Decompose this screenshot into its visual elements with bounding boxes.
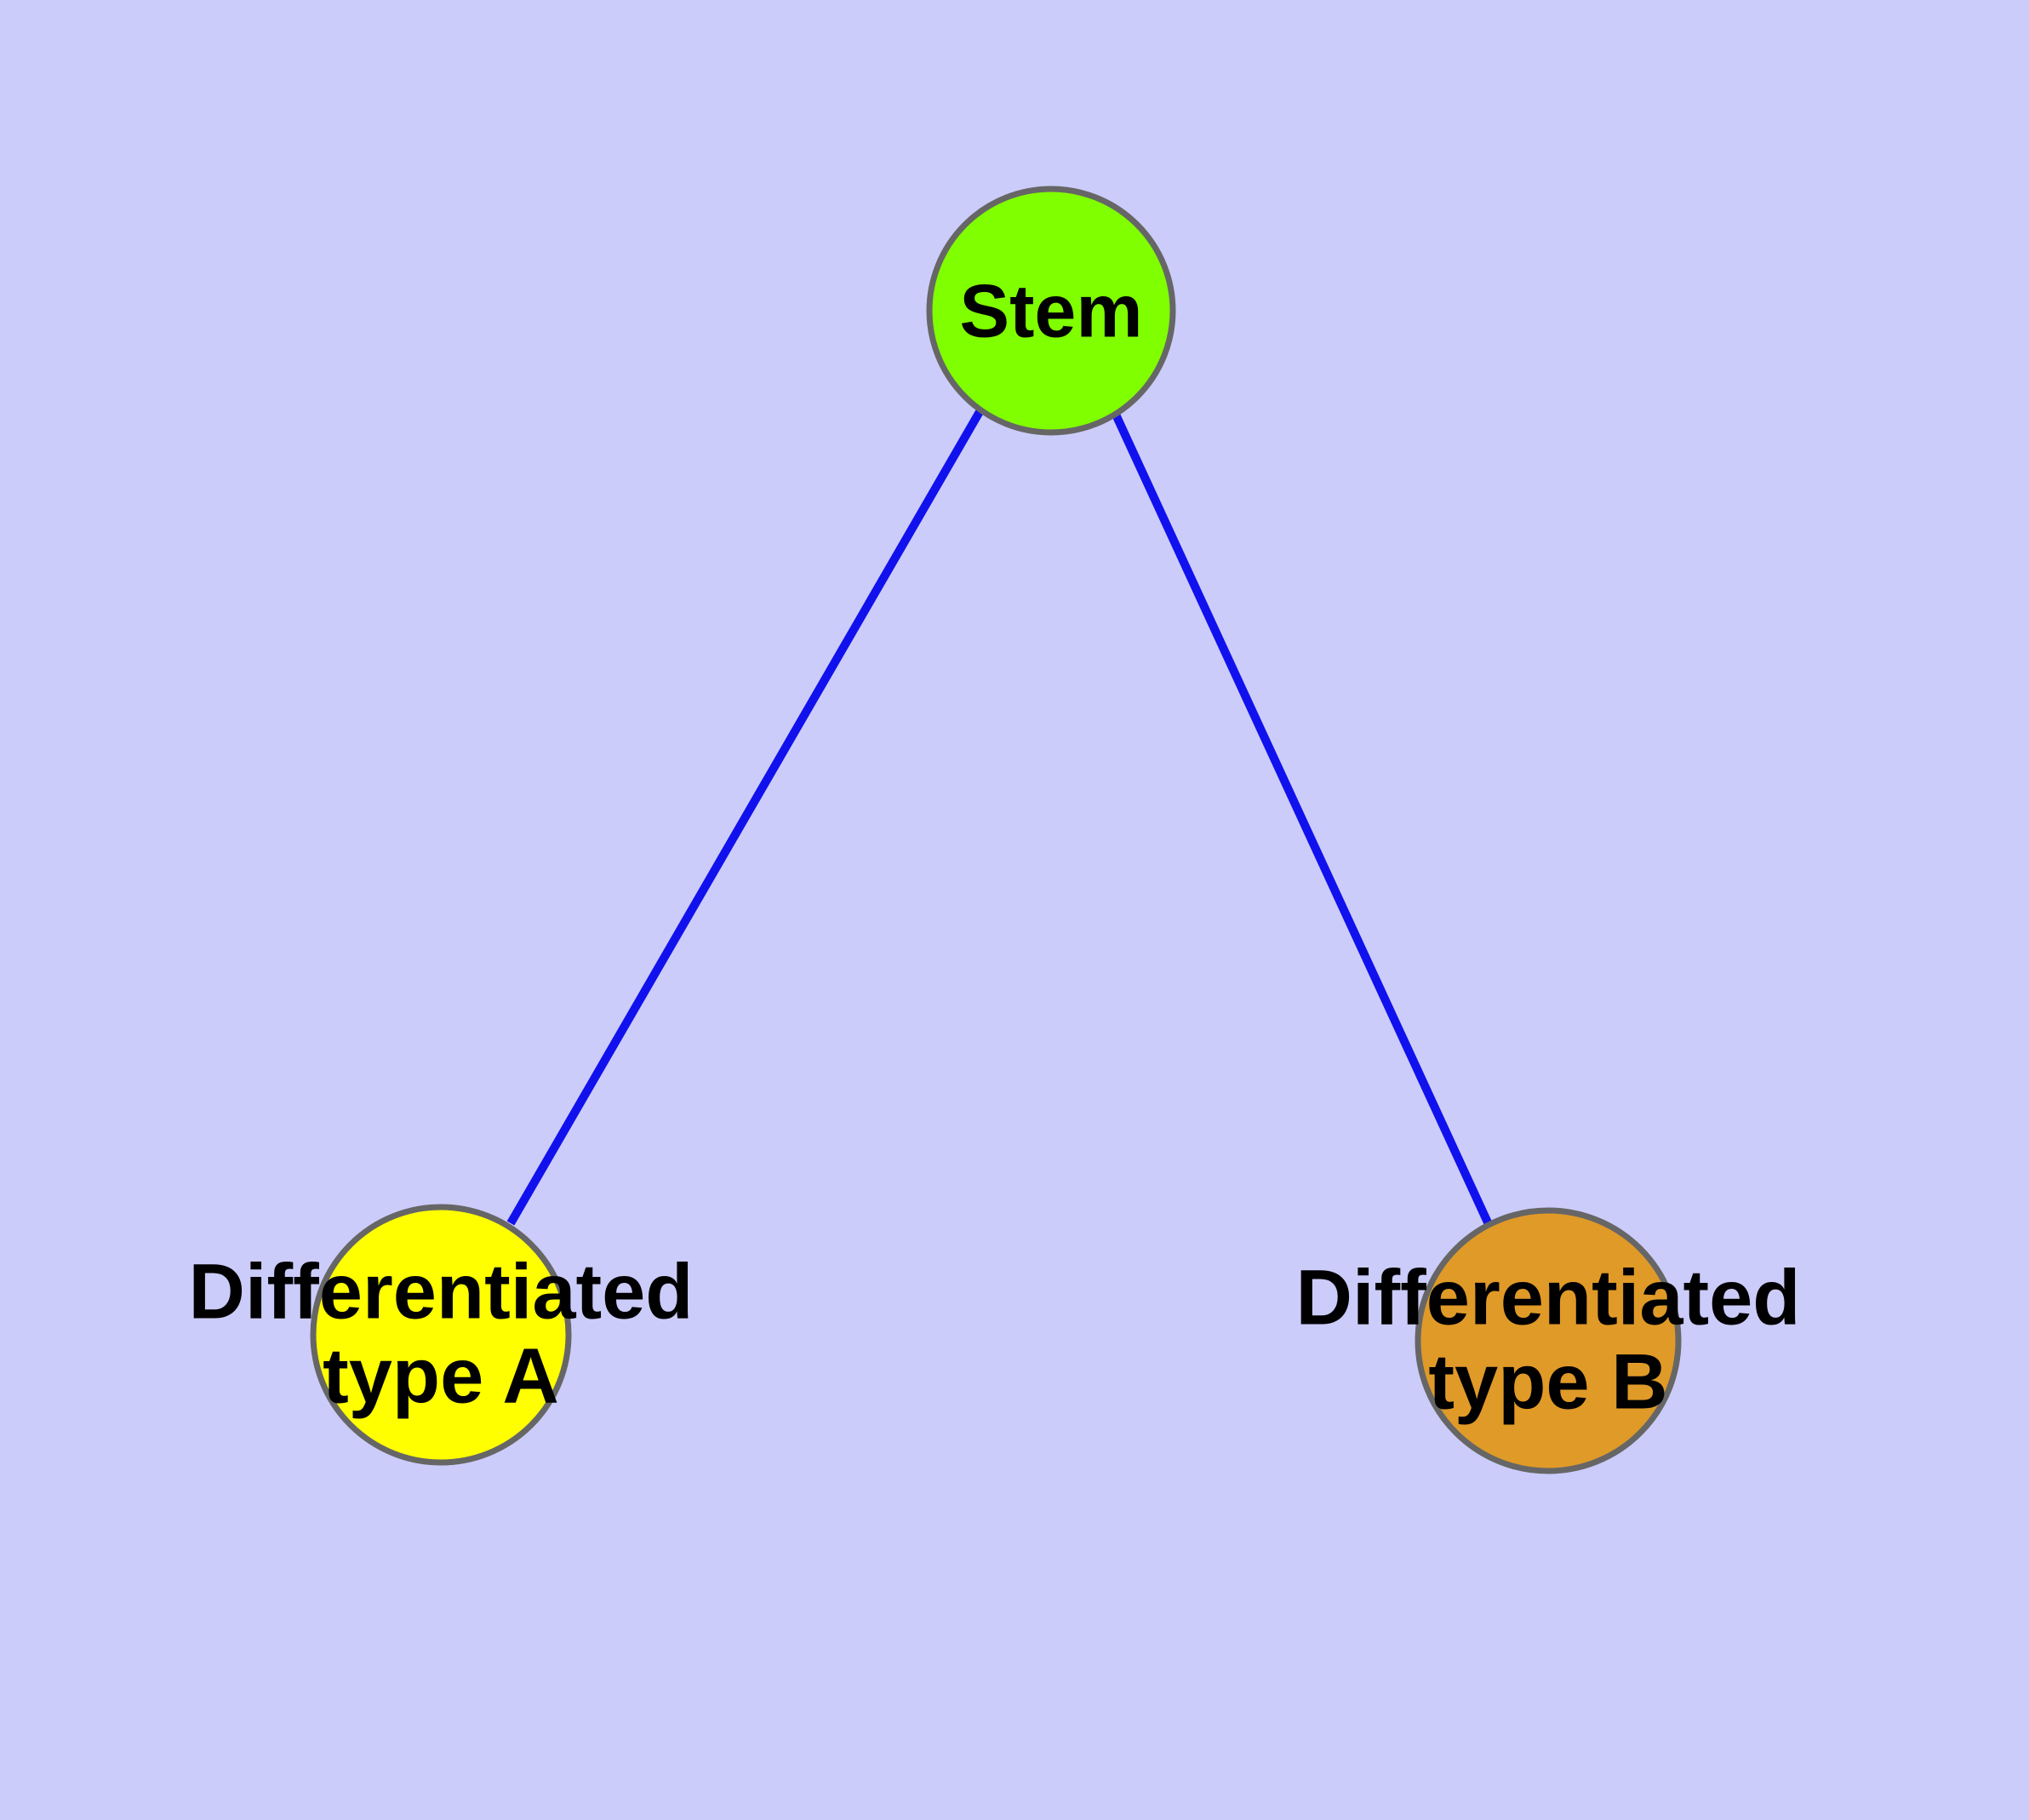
node-circle-differentiated-type-a[interactable] xyxy=(310,1204,572,1466)
edge-stem-to-differentiated-type-b[interactable] xyxy=(1112,412,1492,1225)
node-circle-differentiated-type-b[interactable] xyxy=(1415,1207,1682,1474)
node-circle-stem[interactable] xyxy=(926,186,1176,436)
node-layer xyxy=(310,186,1682,1474)
edge-layer xyxy=(506,408,1492,1226)
edge-stem-to-differentiated-type-a[interactable] xyxy=(506,408,985,1226)
